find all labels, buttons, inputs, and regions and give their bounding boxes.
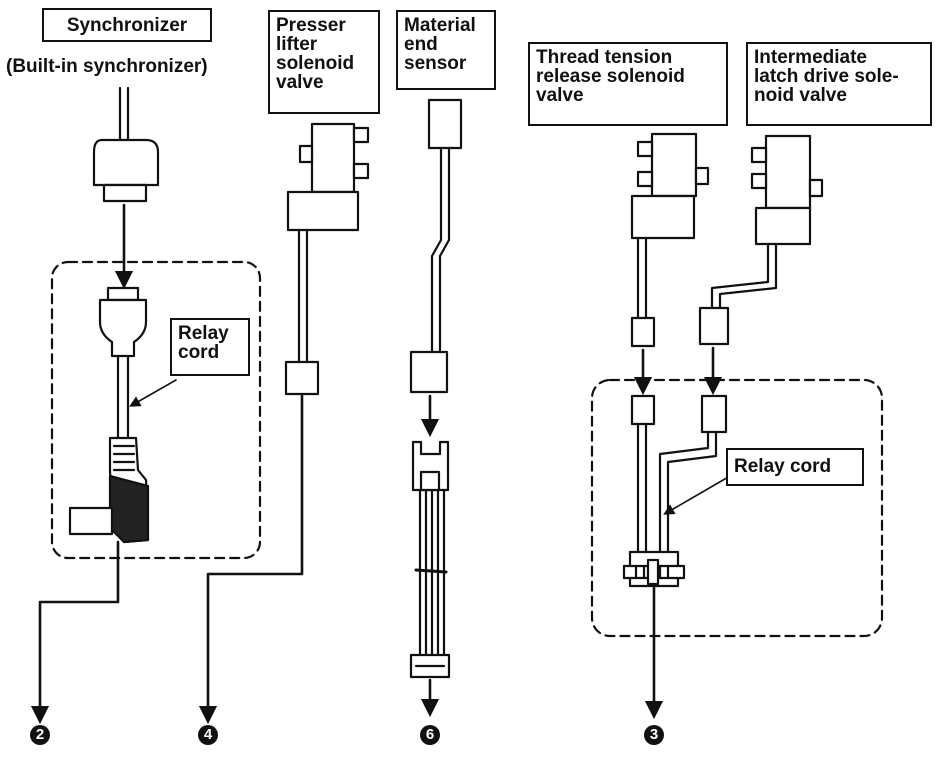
synchronizer-text: Synchronizer bbox=[66, 15, 188, 36]
inter-line-3: noid valve bbox=[754, 85, 847, 106]
thread-line-1: Thread tension bbox=[536, 47, 673, 68]
relay-right-text: Relay cord bbox=[734, 456, 832, 477]
thread-tension-label: Thread tension release solenoid valve bbox=[528, 42, 728, 126]
relay-left-line-1: Relay bbox=[178, 323, 229, 344]
relay-cord-box-left bbox=[50, 260, 262, 560]
relay-cord-label-right: Relay cord bbox=[726, 448, 864, 486]
presser-line-1: Presser bbox=[276, 15, 346, 36]
material-line-3: sensor bbox=[404, 53, 467, 74]
presser-line-3: solenoid bbox=[276, 53, 355, 74]
relay-cord-right bbox=[622, 394, 728, 588]
synchronizer-label: Synchronizer bbox=[42, 8, 212, 42]
relay-cord-left bbox=[68, 286, 150, 544]
thread-line-3: valve bbox=[536, 85, 584, 106]
relay-left-line-2: cord bbox=[178, 342, 220, 363]
presser-line-2: lifter bbox=[276, 34, 318, 55]
relay-cord-box-right bbox=[590, 378, 884, 638]
connector-badge-6: 6 bbox=[420, 725, 440, 745]
thread-line-2: release solenoid bbox=[536, 66, 685, 87]
inter-line-1: Intermediate bbox=[754, 47, 867, 68]
presser-line-4: valve bbox=[276, 72, 324, 93]
inter-line-2: latch drive sole- bbox=[754, 66, 899, 87]
relay-cord-left-pointer bbox=[129, 379, 177, 407]
presser-solenoid-part bbox=[284, 122, 370, 396]
material-end-sensor-label: Material end sensor bbox=[396, 10, 496, 90]
material-sensor-harness bbox=[409, 440, 451, 679]
relay-cord-right-pointer bbox=[663, 475, 731, 515]
material-line-2: end bbox=[404, 34, 438, 55]
material-sensor-part bbox=[409, 98, 463, 394]
connector-badge-2: 2 bbox=[30, 725, 50, 745]
built-in-synchronizer-label: (Built-in synchronizer) bbox=[6, 56, 208, 77]
wire-to-2 bbox=[30, 540, 120, 725]
thread-tension-part bbox=[630, 132, 710, 348]
wire-to-4 bbox=[198, 394, 304, 725]
synchronizer-part bbox=[92, 86, 160, 203]
presser-lifter-label: Presser lifter solenoid valve bbox=[268, 10, 380, 114]
material-line-1: Material bbox=[404, 15, 476, 36]
connector-badge-3: 3 bbox=[644, 725, 664, 745]
relay-cord-label-left: Relay cord bbox=[170, 318, 250, 376]
connector-badge-4: 4 bbox=[198, 725, 218, 745]
intermediate-latch-label: Intermediate latch drive sole- noid valv… bbox=[746, 42, 932, 126]
intermediate-latch-part bbox=[698, 134, 824, 346]
